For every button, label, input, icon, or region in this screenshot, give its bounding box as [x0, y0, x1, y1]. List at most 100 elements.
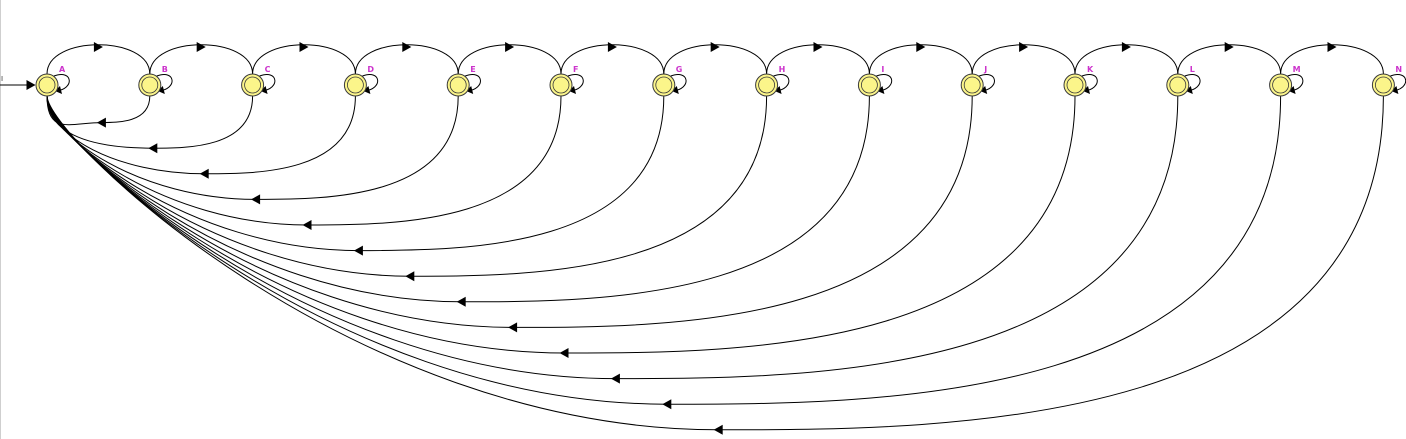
state-I-label: I	[881, 65, 884, 74]
self-loop-arrow-C	[260, 86, 268, 94]
self-loop-arrow-F	[569, 86, 576, 94]
edge-arrow-G-to-H	[710, 42, 720, 52]
forward-edges-layer	[46, 42, 1384, 75]
edge-arrow-B-to-A	[96, 117, 106, 128]
state-B-label: B	[162, 65, 168, 74]
self-loop-arrow-D	[363, 86, 371, 94]
edge-arrow-D-to-E	[402, 42, 412, 52]
edge-arrow-D-to-A	[199, 168, 209, 179]
start-marker-label: I	[1, 75, 3, 83]
state-J[interactable]: J	[960, 65, 995, 97]
self-loop-arrow-M	[1288, 86, 1296, 94]
state-L-inner-ring	[1169, 76, 1187, 94]
state-F[interactable]: F	[549, 65, 584, 97]
state-F-label: F	[573, 65, 578, 74]
state-N-inner-ring	[1375, 76, 1392, 94]
state-G-label: G	[676, 65, 683, 74]
edge-arrow-C-to-A	[148, 143, 158, 154]
self-loop-arrow-H	[774, 86, 782, 94]
self-loop-arrow-J	[980, 86, 988, 94]
edge-arrow-F-to-G	[607, 42, 617, 52]
self-loop-arrow-G	[671, 86, 679, 94]
start-arrow-group: I	[0, 75, 36, 90]
edge-arrow-K-to-L	[1121, 42, 1131, 52]
edge-arrow-J-to-A	[508, 322, 518, 333]
edge-arrow-M-to-A	[662, 399, 672, 410]
edge-arrow-K-to-A	[559, 348, 569, 358]
state-L-label: L	[1190, 65, 1195, 74]
canvas-left-border	[0, 0, 1, 439]
edge-B-to-A	[46, 95, 151, 126]
state-H-inner-ring	[758, 76, 775, 94]
start-arrow-head	[26, 80, 36, 90]
edge-arrow-L-to-A	[610, 373, 620, 384]
edge-arrow-E-to-F	[505, 42, 515, 52]
edge-arrow-C-to-D	[299, 42, 309, 52]
state-A-label: A	[59, 65, 66, 74]
edge-arrow-H-to-I	[813, 42, 823, 52]
edge-arrow-L-to-M	[1224, 42, 1234, 52]
edge-D-to-A	[46, 95, 356, 175]
state-K[interactable]: K	[1063, 65, 1098, 97]
edge-arrow-J-to-K	[1019, 42, 1029, 52]
state-L[interactable]: L	[1166, 65, 1201, 97]
state-H[interactable]: H	[755, 65, 790, 97]
edge-arrow-I-to-A	[456, 296, 466, 307]
state-K-label: K	[1087, 65, 1094, 74]
self-loop-arrow-K	[1083, 86, 1090, 94]
edge-G-to-A	[46, 95, 665, 252]
state-C-label: C	[265, 65, 271, 74]
state-D[interactable]: D	[343, 65, 379, 97]
edge-arrow-H-to-A	[405, 271, 415, 282]
state-D-inner-ring	[346, 76, 364, 94]
state-N-label: N	[1395, 65, 1402, 74]
edge-arrow-M-to-N	[1327, 42, 1337, 52]
state-J-label: J	[983, 65, 987, 74]
edge-F-to-A	[46, 95, 562, 226]
state-J-inner-ring	[963, 76, 981, 94]
state-E-inner-ring	[449, 76, 467, 94]
state-B-inner-ring	[141, 76, 159, 94]
edge-N-to-A	[46, 95, 1384, 431]
state-N[interactable]: N	[1371, 65, 1406, 97]
state-C[interactable]: C	[241, 65, 276, 97]
edge-arrow-I-to-J	[916, 42, 926, 52]
state-F-inner-ring	[552, 76, 570, 94]
state-M[interactable]: M	[1269, 65, 1304, 97]
edge-K-to-A	[46, 95, 1076, 354]
state-I-inner-ring	[861, 76, 878, 94]
self-loop-arrow-B	[157, 86, 165, 94]
self-loop-arrow-A	[55, 86, 62, 94]
state-H-label: H	[779, 65, 786, 74]
state-D-label: D	[367, 65, 374, 74]
state-G[interactable]: G	[652, 65, 687, 97]
state-B[interactable]: B	[138, 65, 173, 97]
edge-arrow-B-to-C	[196, 42, 206, 52]
state-C-inner-ring	[244, 76, 262, 94]
edge-I-to-A	[46, 95, 870, 303]
self-loop-arrow-N	[1391, 86, 1399, 94]
edge-arrow-A-to-B	[93, 42, 103, 52]
state-K-inner-ring	[1066, 76, 1084, 94]
state-G-inner-ring	[655, 76, 673, 94]
state-A-inner-ring	[38, 76, 56, 94]
edge-L-to-A	[46, 95, 1179, 380]
edge-J-to-A	[46, 95, 973, 328]
self-loop-arrow-E	[466, 86, 474, 94]
edge-arrow-N-to-A	[713, 424, 723, 435]
edge-arrow-E-to-A	[251, 194, 261, 205]
back-edges-layer	[46, 95, 1384, 435]
edge-H-to-A	[46, 95, 768, 277]
edge-arrow-F-to-A	[302, 220, 312, 230]
state-I[interactable]: I	[857, 65, 893, 97]
states-layer: A B C D E F G H I J K L M N	[35, 65, 1406, 97]
edge-M-to-A	[46, 95, 1282, 405]
state-M-label: M	[1293, 65, 1301, 74]
state-M-inner-ring	[1272, 76, 1289, 94]
state-A[interactable]: A	[35, 65, 70, 97]
edge-arrow-G-to-A	[353, 245, 363, 256]
self-loop-arrow-I	[877, 86, 885, 94]
self-loop-arrow-L	[1185, 86, 1193, 94]
state-E[interactable]: E	[446, 65, 481, 97]
